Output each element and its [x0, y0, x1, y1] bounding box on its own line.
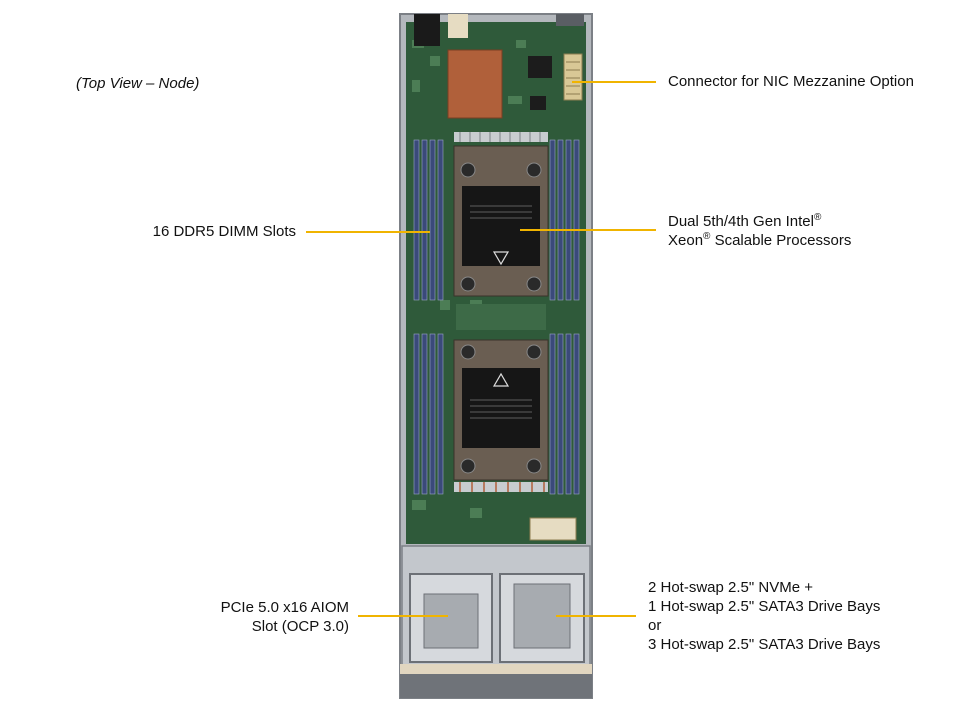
cpu-2-heatsink [453, 339, 549, 492]
top-right-latch [556, 14, 584, 26]
dimm-leader-line [306, 231, 430, 233]
aiom-slot-opening [423, 593, 479, 649]
view-caption: (Top View – Node) [76, 75, 200, 92]
drives-callout-line2: 1 Hot-swap 2.5" SATA3 Drive Bays [648, 598, 881, 615]
chipset-heatsink [447, 49, 503, 119]
aiom-callout-label: PCIe 5.0 x16 AIOM Slot (OCP 3.0) [221, 598, 349, 636]
nic-mezzanine-connector [563, 53, 583, 101]
board-mid-area [456, 304, 546, 330]
cpu-callout-line2a: Xeon [668, 232, 704, 249]
drives-callout-line4: 3 Hot-swap 2.5" SATA3 Drive Bays [648, 636, 881, 653]
drives-callout-line3: or [648, 617, 662, 634]
drives-callout-line1: 2 Hot-swap 2.5" NVMe + [648, 579, 813, 596]
drives-callout-label: 2 Hot-swap 2.5" NVMe + 1 Hot-swap 2.5" S… [648, 578, 880, 654]
dimm-slots [413, 139, 580, 495]
nic-callout-label: Connector for NIC Mezzanine Option [668, 73, 914, 90]
cpu-1-heatsink [453, 132, 549, 297]
dimm-callout-label: 16 DDR5 DIMM Slots [152, 223, 296, 240]
drives-leader-line [556, 615, 636, 617]
cpu-registered-mark-1: ® [813, 212, 822, 223]
cpu-leader-line [520, 229, 656, 231]
chip-small [530, 96, 546, 110]
top-connector-block [414, 14, 440, 46]
front-rail [400, 664, 592, 674]
nic-leader-line [572, 81, 656, 83]
aiom-callout-line1: PCIe 5.0 x16 AIOM [220, 599, 349, 616]
aiom-callout-line2: Slot (OCP 3.0) [251, 618, 349, 635]
cpu-callout-label: Dual 5th/4th Gen Intel® Xeon® Scalable P… [668, 212, 851, 250]
front-panel [400, 674, 592, 698]
lower-board-connector [529, 517, 577, 541]
cpu-registered-mark-2: ® [703, 231, 711, 242]
aiom-leader-line [358, 615, 448, 617]
cpu-callout-line2b: Scalable Processors [710, 232, 852, 249]
bmc-chip [528, 56, 552, 78]
top-latch [448, 14, 468, 38]
cpu-callout-line1: Dual 5th/4th Gen Intel [668, 213, 814, 230]
